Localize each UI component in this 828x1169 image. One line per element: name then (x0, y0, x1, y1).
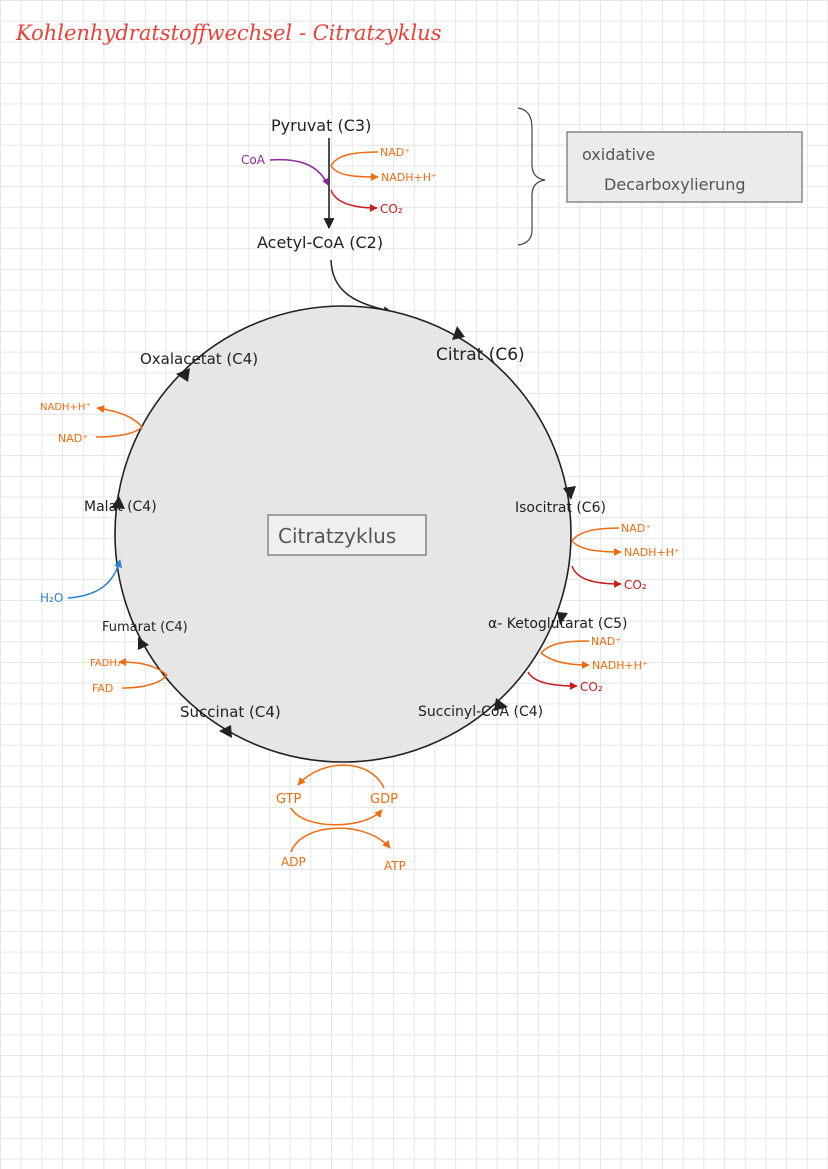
ketoglutarat-label: α- Ketoglutarat (C5) (488, 616, 627, 632)
box-label-line2: Decarboxylierung (604, 175, 745, 194)
box-label-line1: oxidative (582, 145, 655, 164)
iso-nadh-arrow (571, 540, 622, 556)
iso-co2-label: CO₂ (624, 578, 647, 592)
adp-label: ADP (281, 855, 306, 869)
iso-nad-line (571, 527, 620, 542)
arrow-to-ketoglutarat (557, 612, 568, 625)
arrow-to-isocitrat (563, 486, 576, 500)
fadh2-label: FADH₂ (90, 658, 121, 669)
curly-brace (517, 107, 546, 246)
nadh-arrow (330, 165, 379, 181)
mal-nad-line (95, 426, 143, 438)
fumarat-label: Fumarat (C4) (102, 620, 188, 635)
arrow-to-succinat (219, 725, 232, 738)
fadh2-arrow (118, 658, 168, 676)
h2o-arrow (67, 559, 122, 599)
arrow-to-oxalacetat (176, 368, 190, 382)
arrow-to-citrat (452, 326, 465, 340)
acetyl-coa-entry-arrow (330, 259, 391, 314)
co2-label: CO₂ (380, 202, 403, 216)
atp-label: ATP (384, 859, 406, 873)
succinyl-coa-label: Succinyl-CoA (C4) (418, 704, 543, 720)
arrow-to-fumarat (138, 637, 149, 650)
keto-nadh-arrow (540, 652, 590, 669)
co2-arrow (330, 189, 378, 212)
isocitrat-label: Isocitrat (C6) (515, 500, 606, 516)
adp-to-atp-arrow (290, 827, 391, 853)
gtp-label: GTP (276, 792, 302, 807)
mal-nadh-label: NADH+H⁺ (40, 402, 91, 413)
gdp-to-gtp-arrow (297, 764, 385, 789)
nadh-label: NADH+H⁺ (381, 171, 437, 184)
keto-nad-label: NAD⁺ (591, 635, 621, 648)
iso-nadh-label: NADH+H⁺ (624, 546, 680, 559)
h2o-label: H₂O (40, 591, 63, 605)
cycle-center-label: Citratzyklus (278, 524, 396, 548)
nad-label: NAD⁺ (380, 146, 410, 159)
oxalacetat-label: Oxalacetat (C4) (140, 350, 258, 368)
malat-label: Malat (C4) (84, 499, 157, 515)
citrat-label: Citrat (C6) (436, 345, 525, 365)
nad-line (330, 151, 379, 167)
page-title: Kohlenhydratstoffwechsel - Citratzyklus (15, 21, 442, 45)
pyruvat-label: Pyruvat (C3) (271, 116, 371, 135)
oxidative-decarboxylation-box (566, 131, 803, 203)
keto-co2-label: CO₂ (580, 680, 603, 694)
mal-nad-label: NAD⁺ (58, 432, 88, 445)
gdp-label: GDP (370, 792, 398, 807)
succinat-label: Succinat (C4) (180, 703, 281, 721)
fad-line (121, 674, 168, 689)
acetyl-coa-label: Acetyl-CoA (C2) (257, 233, 383, 252)
mal-nadh-arrow (96, 405, 143, 428)
keto-co2-arrow (527, 671, 578, 690)
fad-label: FAD (92, 682, 113, 695)
keto-nad-line (540, 640, 590, 654)
keto-nadh-label: NADH+H⁺ (592, 659, 648, 672)
arrow-to-succinyl-coa (494, 698, 508, 711)
iso-nad-label: NAD⁺ (621, 522, 651, 535)
cycle-center-box (267, 514, 427, 556)
iso-co2-arrow (571, 565, 622, 588)
coa-label: CoA (241, 153, 266, 167)
arrow-to-malat (111, 496, 125, 509)
gtp-to-gdp-arrow (290, 807, 383, 826)
coa-arrow (269, 158, 329, 186)
